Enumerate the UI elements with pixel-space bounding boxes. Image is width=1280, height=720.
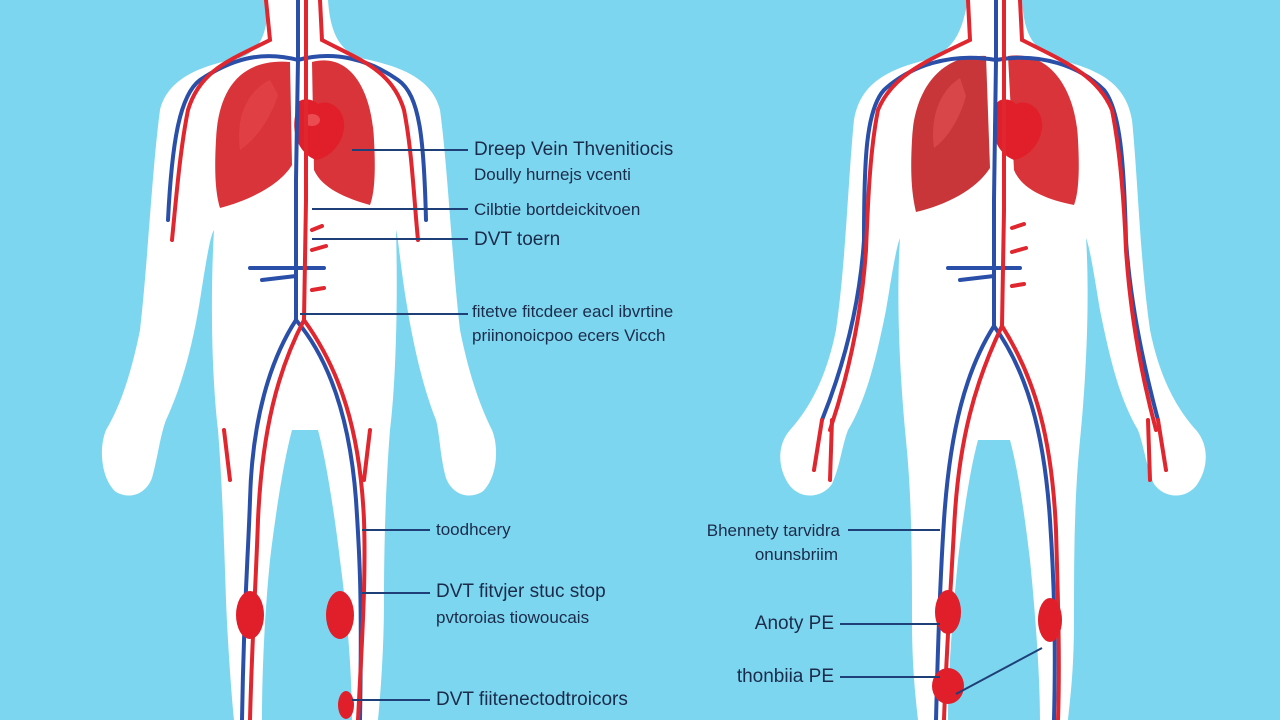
left-leg-clots	[236, 591, 354, 719]
right-lungs	[911, 55, 1079, 212]
label-title: Dreep Vein Thvenitiocis	[474, 139, 674, 160]
right-leader-lines	[840, 529, 1043, 695]
label-subtitle: Doully hurnejs vcenti	[474, 165, 631, 184]
right-body-silhouette	[780, 0, 1206, 720]
label-pulmonary-a: fitetve fitcdeer eacl ibvrtine	[472, 302, 674, 321]
label-pe-a: Anoty PE	[754, 613, 834, 634]
label-dvt-site-a: DVT fitvjer stuc stop	[436, 581, 606, 602]
left-body-silhouette	[101, 0, 497, 720]
label-vessel: Cilbtie bortdeickitvoen	[474, 200, 641, 219]
left-lungs	[215, 60, 375, 208]
label-artery: toodhcery	[436, 520, 511, 539]
right-arteries	[812, 0, 1168, 720]
right-veins	[820, 0, 1160, 720]
label-pulmonary-b: priinonoicpoo ecers Vicch	[472, 326, 666, 345]
label-pe-b: thonbiia PE	[736, 666, 834, 687]
label-dvt-site-b: pvtoroias tiowoucais	[436, 608, 590, 627]
left-leader-lines	[300, 149, 468, 701]
label-dvt-lower: DVT fiitenectodtroicors	[436, 689, 628, 710]
label-right-upper-a: Bhennety tarvidra	[706, 521, 840, 540]
left-arteries	[170, 0, 420, 720]
label-right-upper-b: onunsbriim	[754, 545, 838, 564]
label-dvt-form: DVT toern	[474, 229, 561, 250]
left-veins	[166, 0, 428, 720]
